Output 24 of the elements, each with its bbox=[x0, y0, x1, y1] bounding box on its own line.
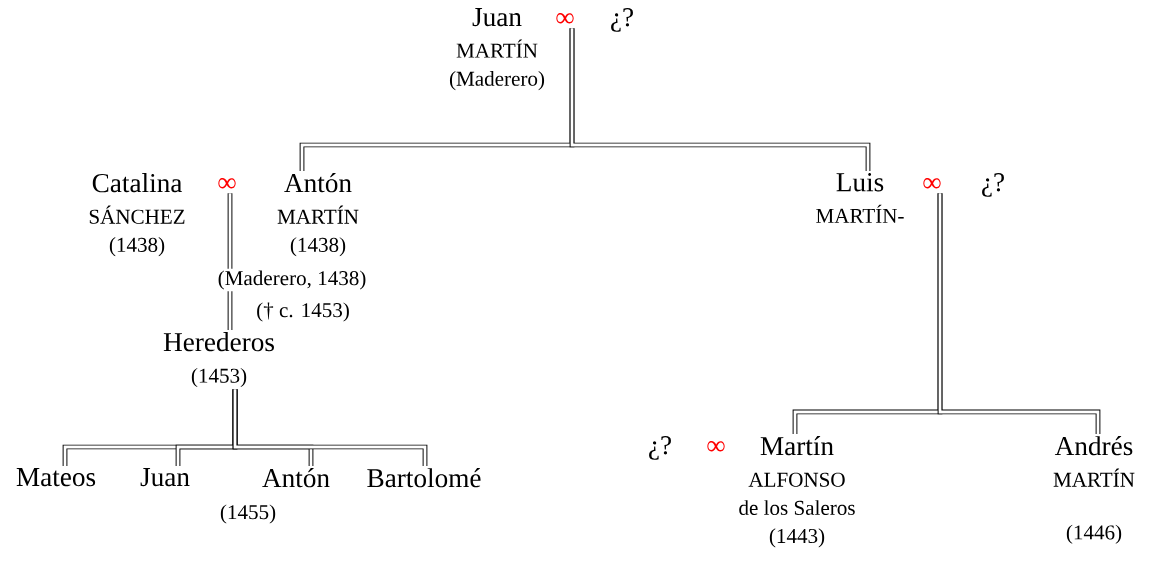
person-name: Antón bbox=[262, 468, 330, 488]
person-name: Andrés MARTÍN (1446) bbox=[1053, 436, 1135, 544]
person-name: Juan bbox=[140, 468, 190, 487]
descent-line bbox=[569, 28, 871, 171]
note-text: (Maderero, 1438) bbox=[215, 268, 369, 292]
person-name: ¿? bbox=[611, 8, 633, 32]
note-text: († c. 1453) bbox=[254, 300, 352, 324]
descent-line bbox=[232, 389, 428, 466]
descent-line bbox=[937, 193, 1101, 434]
person-name: Antón MARTÍN (1438) bbox=[277, 173, 359, 257]
person-name: Herederos (1453) bbox=[163, 332, 274, 388]
note-text: (1455) bbox=[218, 502, 278, 526]
marriage-symbol: ∞ bbox=[556, 13, 574, 24]
marriage-symbol: ∞ bbox=[218, 178, 236, 189]
person-name: Juan MARTÍN (Maderero) bbox=[449, 8, 545, 91]
person-name: ¿? bbox=[649, 436, 671, 460]
person-name: Bartolomé bbox=[367, 468, 481, 488]
person-name: Luis MARTÍN- bbox=[816, 173, 904, 223]
person-name: Mateos bbox=[16, 468, 96, 487]
person-name: ¿? bbox=[982, 173, 1004, 197]
person-name: Martín ALFONSO de los Saleros (1443) bbox=[739, 436, 855, 548]
marriage-symbol: ∞ bbox=[923, 178, 941, 189]
person-name: Catalina SÁNCHEZ (1438) bbox=[89, 173, 185, 257]
marriage-symbol: ∞ bbox=[707, 441, 725, 452]
